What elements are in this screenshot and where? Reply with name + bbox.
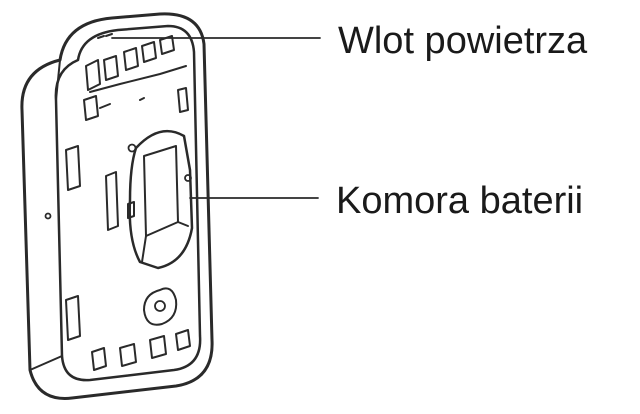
side-hole-icon — [44, 212, 52, 220]
device-housing — [20, 12, 214, 400]
side-clips — [65, 145, 135, 341]
battery-compartment — [127, 97, 194, 326]
bottom-clips — [91, 329, 191, 371]
air-inlet-vents — [83, 33, 189, 121]
air-inlet-label: Wlot powietrza — [338, 20, 588, 62]
battery-compartment-label: Komora baterii — [336, 180, 584, 222]
